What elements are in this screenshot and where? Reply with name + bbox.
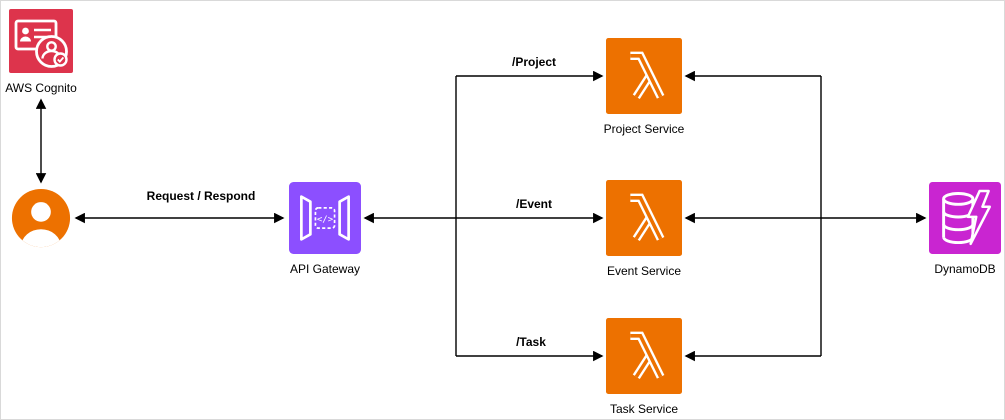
edge-label-request-respond: Request / Respond xyxy=(146,189,256,203)
node-user xyxy=(11,188,71,248)
aws-cognito-icon xyxy=(9,9,73,73)
edge-label-event: /Event xyxy=(515,197,552,211)
lambda-icon xyxy=(606,38,682,114)
node-label-project-service: Project Service xyxy=(603,122,685,136)
dynamodb-icon xyxy=(929,182,1001,254)
node-api-gateway: </> API Gateway xyxy=(289,182,361,276)
edge-label-task: /Task xyxy=(516,335,546,349)
api-gateway-glyph: </> xyxy=(317,215,334,225)
node-label-task-service: Task Service xyxy=(609,402,679,416)
node-label-api-gateway: API Gateway xyxy=(289,262,361,276)
lambda-icon xyxy=(606,180,682,256)
user-icon xyxy=(11,188,71,248)
node-project-service: Project Service xyxy=(604,38,684,136)
api-gateway-icon: </> xyxy=(289,182,361,254)
node-task-service: Task Service xyxy=(606,318,682,416)
lambda-icon xyxy=(606,318,682,394)
node-aws-cognito: AWS Cognito xyxy=(5,9,77,95)
edge-label-project: /Project xyxy=(511,55,556,69)
node-event-service: Event Service xyxy=(606,180,682,278)
node-label-event-service: Event Service xyxy=(606,264,682,278)
node-label-aws-cognito: AWS Cognito xyxy=(5,81,77,95)
node-dynamodb: DynamoDB xyxy=(929,182,1001,276)
node-label-dynamodb: DynamoDB xyxy=(934,262,996,276)
